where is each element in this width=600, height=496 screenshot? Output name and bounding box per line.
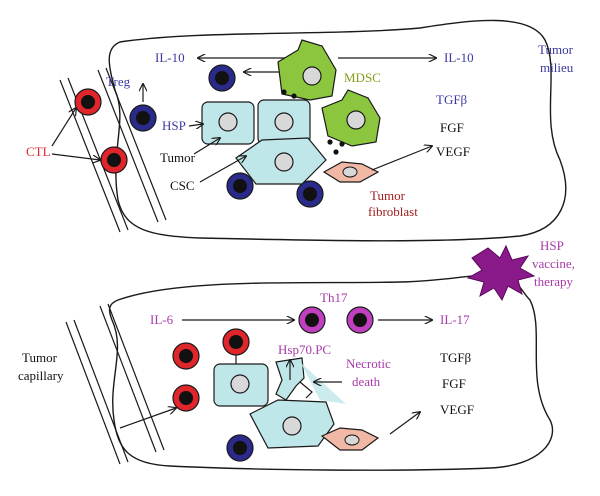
- tumor-cell: [201, 101, 255, 145]
- fgf-label-bottom: FGF: [442, 376, 466, 391]
- hsp-vaccine-starburst: [466, 244, 536, 302]
- hsp-vaccine-label-2: vaccine,: [532, 256, 575, 271]
- tumor-milieu-label-2: milieu: [540, 60, 574, 75]
- csc-cell: [235, 137, 327, 185]
- tgfb-label-top: TGFβ: [436, 92, 468, 107]
- treg-cell: [129, 104, 157, 132]
- hsp-vaccine-label-1: HSP: [540, 238, 564, 253]
- hsp-vaccine-label-3: therapy: [534, 274, 573, 289]
- mdsc-cell: [321, 89, 381, 147]
- tumor-milieu-label-1: Tumor: [538, 42, 574, 57]
- tumor-spindle-cell: [249, 399, 335, 449]
- tumor-fibroblast-cell: [320, 427, 380, 451]
- ctl-cell: [172, 342, 200, 370]
- treg-cell: [208, 64, 236, 92]
- th17-cell: [298, 306, 326, 334]
- ctl-cell: [100, 146, 128, 174]
- hsp70pc-label: Hsp70.PC: [278, 342, 331, 357]
- tumor-fibroblast-cell: [322, 161, 380, 183]
- csc-label: CSC: [170, 178, 195, 193]
- th17-label: Th17: [320, 290, 348, 305]
- il6-label: IL-6: [150, 312, 174, 327]
- ctl-label: CTL: [26, 144, 51, 159]
- treg-cell: [226, 172, 254, 200]
- fgf-label-top: FGF: [440, 120, 464, 135]
- il17-label: IL-17: [440, 312, 470, 327]
- treg-label: Treg: [106, 74, 131, 89]
- necrotic-death-label-1: Necrotic: [346, 356, 391, 371]
- tumor-label: Tumor: [160, 150, 196, 165]
- tumor-milieu-outline-bottom: [108, 274, 554, 471]
- vegf-label-bottom: VEGF: [440, 402, 474, 417]
- tumor-cell: [213, 363, 269, 407]
- ctl-cell: [222, 328, 250, 356]
- tumor-cell: [257, 99, 311, 145]
- treg-cell: [226, 434, 254, 462]
- il10-right-label: IL-10: [444, 50, 474, 65]
- necrotic-death-label-2: death: [352, 374, 381, 389]
- mdsc-label: MDSC: [344, 70, 381, 85]
- tumor-fibroblast-label-1: Tumor: [370, 188, 406, 203]
- il10-left-label: IL-10: [155, 50, 185, 65]
- mdsc-cell: [277, 39, 337, 101]
- tumor-capillary-label-1: Tumor: [22, 350, 58, 365]
- capillary-bottom: [65, 303, 165, 465]
- ctl-cell: [74, 88, 102, 116]
- hsp-label: HSP: [162, 118, 186, 133]
- tumor-fibroblast-label-2: fibroblast: [368, 204, 418, 219]
- tumor-capillary-label-2: capillary: [18, 368, 64, 383]
- treg-cell: [296, 180, 324, 208]
- tgfb-label-bottom: TGFβ: [440, 350, 472, 365]
- vegf-label-top: VEGF: [436, 144, 470, 159]
- th17-cell: [346, 306, 374, 334]
- ctl-cell: [172, 384, 200, 412]
